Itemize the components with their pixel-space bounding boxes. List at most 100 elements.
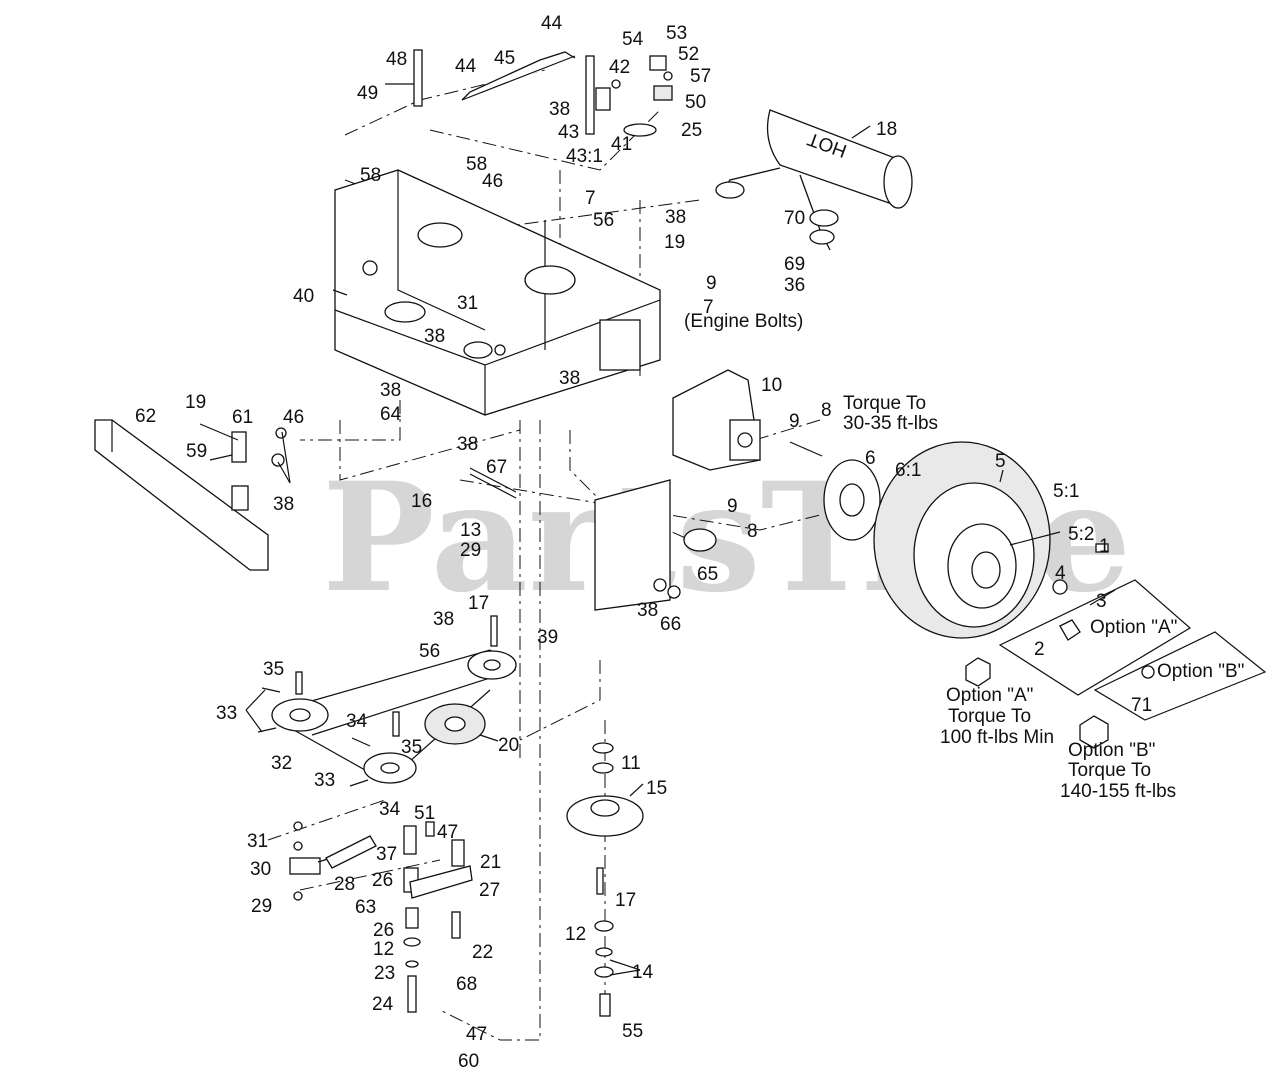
callout-c38e: 38	[380, 380, 401, 401]
callout-c49: 49	[357, 83, 378, 104]
callout-c44a: 44	[541, 13, 563, 34]
callout-c38b: 38	[665, 207, 686, 228]
callout-c32: 32	[271, 753, 292, 774]
option-a-value: 100 ft-lbs Min	[940, 727, 1054, 748]
callout-c28: 28	[334, 874, 355, 895]
callout-c43: 43	[558, 122, 579, 143]
callout-c18: 18	[876, 119, 897, 140]
callout-c34a: 34	[346, 711, 368, 732]
torque-8-note-line2: 30-35 ft-lbs	[843, 413, 938, 434]
option-boxes	[965, 579, 1267, 749]
notes: (Engine Bolts) Torque To 30-35 ft-lbs Op…	[684, 311, 1244, 802]
callout-c43_1: 43:1	[566, 146, 603, 167]
callout-c31a: 31	[457, 293, 478, 314]
callout-c47b: 47	[466, 1024, 487, 1045]
wheel-assembly	[823, 441, 1116, 641]
callout-c5_1: 5:1	[1053, 481, 1079, 502]
callout-c38d: 38	[559, 368, 580, 389]
callout-c40: 40	[293, 286, 314, 307]
callout-c31b: 31	[247, 831, 268, 852]
callout-c17a: 17	[468, 593, 489, 614]
callout-c54: 54	[622, 29, 644, 50]
muffler: HOT	[715, 109, 913, 251]
callout-c23: 23	[374, 963, 395, 984]
bracket-61	[199, 423, 287, 467]
option-a-torque: Torque To	[948, 706, 1031, 727]
callout-c12b: 12	[373, 939, 394, 960]
callout-c69: 69	[784, 254, 805, 275]
callout-c70: 70	[784, 208, 805, 229]
callout-c52: 52	[678, 44, 699, 65]
callout-c26b: 26	[373, 920, 394, 941]
callout-c13: 13	[460, 520, 481, 541]
callout-c38a: 38	[549, 99, 570, 120]
callout-c45: 45	[494, 48, 515, 69]
callout-c33b: 33	[314, 770, 335, 791]
callout-c19b: 19	[185, 392, 206, 413]
callout-c55: 55	[622, 1021, 643, 1042]
callout-c61: 61	[232, 407, 253, 428]
callout-c60: 60	[458, 1051, 479, 1072]
callout-c58a: 58	[360, 165, 381, 186]
callout-c57: 57	[690, 66, 711, 87]
top-linkage	[385, 49, 673, 137]
callout-c64: 64	[380, 404, 402, 425]
callout-c17b: 17	[615, 890, 636, 911]
callout-c30: 30	[250, 859, 271, 880]
callout-c36: 36	[784, 275, 805, 296]
callout-c20: 20	[498, 735, 519, 756]
callout-c68: 68	[456, 974, 477, 995]
callout-c63: 63	[355, 897, 376, 918]
callout-c66: 66	[660, 614, 681, 635]
callout-c33a: 33	[216, 703, 237, 724]
callout-c34b: 34	[379, 799, 401, 820]
callout-c29b: 29	[251, 896, 272, 917]
callout-c5_2: 5:2	[1068, 524, 1094, 545]
callout-c11: 11	[621, 753, 641, 774]
callout-c24: 24	[372, 994, 394, 1015]
leader-lines	[245, 125, 1061, 976]
callout-c12a: 12	[565, 924, 586, 945]
callout-c38f: 38	[457, 434, 478, 455]
callout-c38h: 38	[433, 609, 454, 630]
callout-c47a: 47	[437, 822, 458, 843]
callout-c19a: 19	[664, 232, 685, 253]
callout-c56b: 56	[419, 641, 440, 662]
callout-c5: 5	[995, 451, 1006, 472]
callout-c8b: 8	[747, 521, 758, 542]
callout-c2: 2	[1034, 639, 1045, 660]
callout-c14: 14	[632, 962, 654, 983]
spring-idler-arm	[289, 821, 473, 1013]
engine-bolts-note: (Engine Bolts)	[684, 311, 803, 332]
callout-c9a: 9	[706, 273, 717, 294]
callout-c6_1: 6:1	[895, 460, 921, 481]
torque-8-note-line1: Torque To	[843, 393, 926, 414]
callout-c7a: 7	[585, 188, 596, 209]
callout-c48: 48	[386, 49, 407, 70]
callout-c26a: 26	[372, 870, 393, 891]
callout-c35b: 35	[401, 737, 422, 758]
callout-c25: 25	[681, 120, 702, 141]
callout-c58b: 58	[466, 154, 487, 175]
callout-c41: 41	[611, 134, 632, 155]
belt-pulleys	[257, 615, 517, 787]
axle-rod	[469, 467, 717, 611]
callout-c38i: 38	[637, 600, 658, 621]
callout-c37: 37	[376, 844, 397, 865]
callout-c10: 10	[761, 375, 782, 396]
callout-c29a: 29	[460, 540, 481, 561]
callout-c46a: 46	[482, 171, 503, 192]
callout-c21: 21	[480, 852, 501, 873]
callout-c51: 51	[414, 803, 435, 824]
callout-c67: 67	[486, 457, 507, 478]
callout-c53: 53	[666, 23, 687, 44]
chassis-frame	[334, 169, 661, 416]
option-b-value: 140-155 ft-lbs	[1060, 781, 1176, 802]
option-b-label: Option "B"	[1157, 661, 1244, 682]
callout-c59: 59	[186, 441, 207, 462]
engine-mount-bracket	[672, 369, 823, 471]
callout-c7b: 7	[703, 297, 714, 318]
callout-c3: 3	[1096, 591, 1107, 612]
